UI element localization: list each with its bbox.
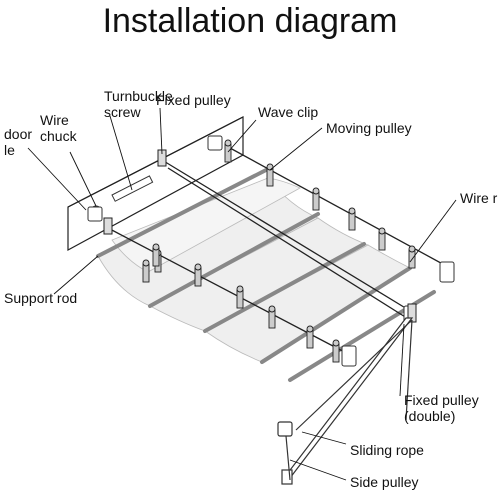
pulley-wheel [332, 339, 340, 347]
moving-pulley-clip [332, 343, 340, 363]
moving-pulley-clip [194, 267, 202, 287]
moving-pulley-clip [142, 263, 150, 283]
diagram-title: Installation diagram [102, 2, 398, 40]
pulley-wheel [306, 325, 314, 333]
label-sliding-rope: Sliding rope [350, 442, 424, 458]
label-door-sub: le [4, 142, 15, 158]
pulley-wheel [142, 259, 150, 267]
label-fixed-pulley: Fixed pulley [156, 92, 231, 108]
pulley-wheel [224, 139, 232, 147]
pulley-wheel [312, 187, 320, 195]
moving-pulley-clip [152, 247, 160, 267]
moving-pulley-clip [266, 167, 274, 187]
wall-board-top-edge [67, 116, 244, 208]
label-wire-chuck: Wire chuck [40, 112, 77, 144]
label-moving-pulley: Moving pulley [326, 120, 412, 136]
pulley-wheel [194, 263, 202, 271]
label-turnbuckle-screw: Turnbuckle screw [104, 88, 173, 120]
label-side-pulley: Side pulley [350, 474, 419, 490]
moving-pulleys [142, 139, 416, 363]
label-door: door [4, 126, 33, 142]
pulley-wheel [408, 245, 416, 253]
moving-pulley-clip [236, 289, 244, 309]
moving-pulley-clip [224, 143, 232, 163]
pulley-wheel [378, 227, 386, 235]
label-fixed-pulley-double: Fixed pulley (double) [404, 392, 479, 424]
moving-pulley-clip [348, 211, 356, 231]
moving-pulley-clip [312, 191, 320, 211]
label-wire-rope: Wire r [460, 190, 498, 206]
leader-lines [27, 107, 457, 481]
pulley-wheel [152, 243, 160, 251]
moving-pulley-clip [378, 231, 386, 251]
moving-pulley-clip [268, 309, 276, 329]
pulley-wheel [266, 163, 274, 171]
pulley-wheel [348, 207, 356, 215]
label-wave-clip: Wave clip [258, 104, 319, 120]
moving-pulley-clip [306, 329, 314, 349]
pulley-wheel [236, 285, 244, 293]
label-support-rod: Support rod [4, 290, 78, 306]
pulley-wheel [268, 305, 276, 313]
side-pole [277, 317, 414, 485]
